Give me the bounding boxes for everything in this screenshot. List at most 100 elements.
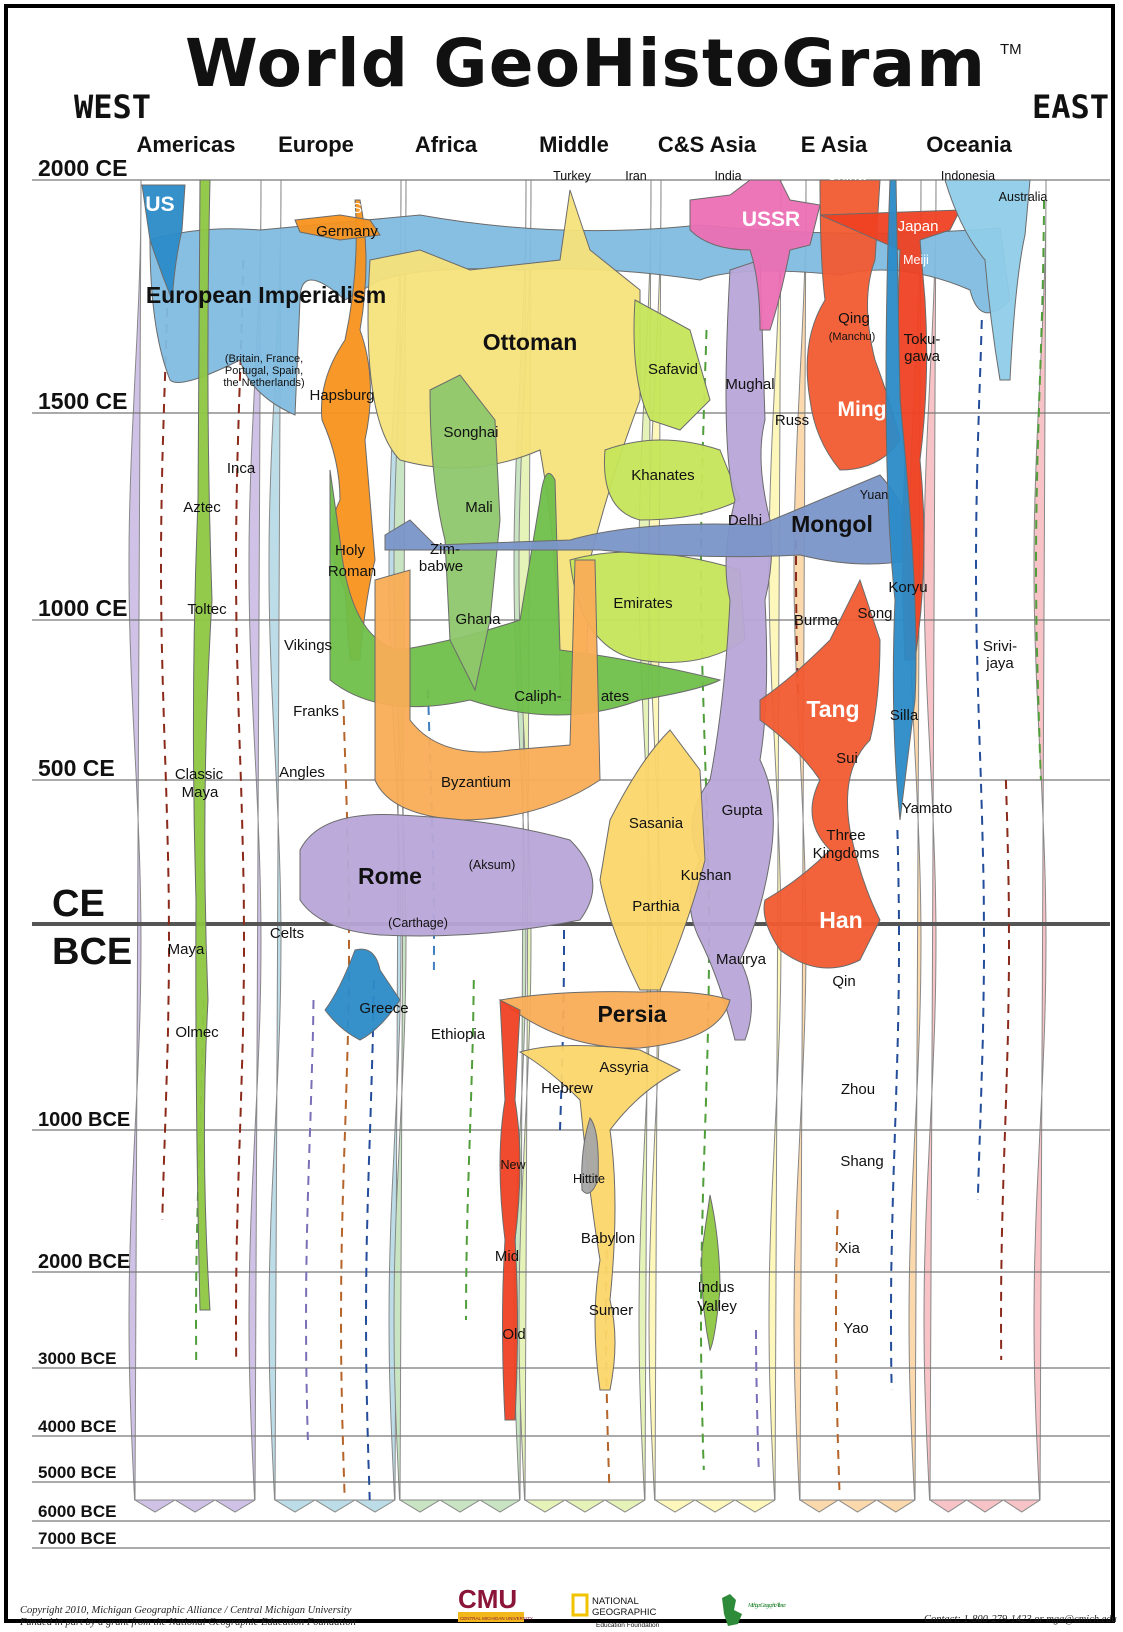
lineage-dash-11 — [756, 1330, 759, 1470]
civ-label-ming: Ming — [838, 398, 887, 421]
era-label-7000-bce: 7000 BCE — [38, 1529, 116, 1548]
civ-label-qin: Qin — [832, 973, 855, 990]
civ-label-parthia: Parthia — [632, 898, 680, 915]
civ-label-ottoman: Ottoman — [483, 329, 578, 355]
civ-label-qing: Qing — [838, 310, 870, 327]
natgeo-line-2: GEOGRAPHIC — [592, 1607, 657, 1618]
civ-label-sumer: Sumer — [589, 1302, 633, 1319]
michigan-map-icon — [722, 1594, 742, 1626]
civ-label-rome: Rome — [358, 863, 422, 889]
cmu-logo: CMU CENTRAL MICHIGAN UNIVERSITY — [458, 1584, 533, 1622]
civ-label-kushan: Kushan — [681, 867, 732, 884]
civ-label-sasania: Sasania — [629, 815, 684, 832]
civ-label-celts: Celts — [270, 925, 304, 942]
civ-label-yuan: Yuan — [860, 488, 889, 502]
copyright-line-1: Copyright 2010, Michigan Geographic Alli… — [20, 1605, 352, 1616]
region-header-c-s-asia: C&S Asia — [658, 132, 757, 157]
lineage-dash-17 — [1001, 780, 1009, 1360]
civ-label-inca: Inca — [227, 460, 256, 477]
lineage-dash-15 — [976, 320, 984, 1200]
civ-label-zhou: Zhou — [841, 1081, 875, 1098]
civ-label-australia: Australia — [999, 190, 1048, 204]
civ-label-three: Three — [826, 827, 865, 844]
imperialism-subtitle-line: the Netherlands) — [223, 377, 304, 389]
era-label-1000-ce: 1000 CE — [38, 595, 128, 621]
civ-shape-egypt-new-mid-old — [500, 1000, 520, 1420]
civ-label-yamato: Yamato — [902, 800, 953, 817]
natgeo-subtitle: Education Foundation — [596, 1622, 660, 1629]
civ-shape-sasania-parthia — [600, 730, 705, 990]
civ-label-ussr: USSR — [742, 208, 800, 231]
civ-label-valley: Valley — [697, 1298, 737, 1315]
region-header-africa: Africa — [415, 132, 478, 157]
era-labels: 2000 CE1500 CE1000 CE500 CECEBCE1000 BCE… — [38, 155, 132, 1548]
era-label-2000-ce: 2000 CE — [38, 155, 128, 181]
east-label: EAST — [1032, 88, 1109, 126]
copyright-line-2: Funded in part by a grant from the Natio… — [19, 1617, 356, 1628]
era-label-2000-bce: 2000 BCE — [38, 1251, 130, 1273]
civ-label-japan: Japan — [898, 218, 939, 235]
west-label: WEST — [74, 88, 151, 126]
civ-label-khanates: Khanates — [631, 467, 694, 484]
civ-label-emirates: Emirates — [613, 595, 672, 612]
civ-label-old: Old — [502, 1326, 525, 1343]
civ-label-meiji: Meiji — [903, 253, 929, 267]
civ-label-aksum: (Aksum) — [469, 858, 516, 872]
civ-label-jaya: jaya — [985, 655, 1014, 672]
trademark-mark: TM — [1000, 41, 1022, 58]
era-label-1000-bce: 1000 BCE — [38, 1109, 130, 1131]
region-header-oceania: Oceania — [926, 132, 1012, 157]
civ-label-silla: Silla — [890, 707, 919, 724]
civ-label-gupta: Gupta — [722, 802, 764, 819]
civ-label-xia: Xia — [838, 1240, 860, 1257]
civ-label-holy: Holy — [335, 542, 366, 559]
civ-label-maurya: Maurya — [716, 951, 767, 968]
cmu-logo-subtitle: CENTRAL MICHIGAN UNIVERSITY — [460, 1616, 533, 1621]
civ-label-ghana: Ghana — [455, 611, 501, 628]
era-label-6000-bce: 6000 BCE — [38, 1502, 116, 1521]
civ-label-srivi: Srivi- — [983, 638, 1017, 655]
civ-label-kingdoms: Kingdoms — [813, 845, 880, 862]
poster-header: World GeoHistoGram TM WEST EAST — [74, 25, 1109, 126]
civ-label-ates: ates — [601, 688, 629, 705]
poster-footer: Copyright 2010, Michigan Geographic Alli… — [19, 1584, 1117, 1629]
civ-label-iran: Iran — [625, 169, 647, 183]
civ-label-delhi: Delhi — [728, 512, 762, 529]
civ-label-hittite: Hittite — [573, 1172, 605, 1186]
civ-label-assyria: Assyria — [599, 1059, 649, 1076]
contact-info: Contact: 1-800-279-1423 or mga@cmich.edu — [924, 1614, 1117, 1625]
poster-title: World GeoHistoGram — [185, 25, 985, 102]
region-header-europe: Europe — [278, 132, 354, 157]
era-label-4000-bce: 4000 BCE — [38, 1417, 116, 1436]
civ-label-china: China — [826, 167, 866, 184]
civ-label-song: Song — [857, 605, 892, 622]
era-label-3000-bce: 3000 BCE — [38, 1349, 116, 1368]
civ-label-byzantium: Byzantium — [441, 774, 511, 791]
lineage-dash-13 — [891, 830, 899, 1390]
civ-label-sui: Sui — [836, 750, 858, 767]
lineage-dash-3 — [306, 1000, 314, 1440]
civ-label-han: Han — [819, 907, 862, 933]
civ-label-olmec: Olmec — [175, 1024, 219, 1041]
national-geographic-logo: NATIONAL GEOGRAPHIC Education Foundation — [573, 1595, 660, 1629]
civ-label-franks: Franks — [293, 703, 339, 720]
civ-label-yao: Yao — [843, 1320, 869, 1337]
civ-label-songhai: Songhai — [443, 424, 498, 441]
civ-label-persia: Persia — [597, 1001, 666, 1027]
era-label-bce: BCE — [52, 931, 132, 973]
civ-label-caliph: Caliph- — [514, 688, 562, 705]
imperialism-subtitle-line: Portugal, Spain, — [225, 365, 303, 377]
lineage-dash-5 — [366, 980, 374, 1500]
civ-label-indonesia: Indonesia — [941, 169, 995, 183]
civ-label-burma: Burma — [794, 612, 839, 629]
era-label-5000-bce: 5000 BCE — [38, 1463, 116, 1482]
civ-label-aztec: Aztec — [183, 499, 221, 516]
civ-label-gawa: gawa — [904, 348, 941, 365]
civ-label-britain-france-portugal-spain-the-netherlands: (Britain, France,Portugal, Spain,the Net… — [223, 353, 304, 389]
civ-label-ussr: USSR — [341, 200, 383, 217]
civ-label-mongol: Mongol — [791, 511, 873, 537]
civ-label-ethiopia: Ethiopia — [431, 1026, 486, 1043]
civ-label-babwe: babwe — [419, 558, 463, 575]
civ-label-zim: Zim- — [430, 541, 460, 558]
